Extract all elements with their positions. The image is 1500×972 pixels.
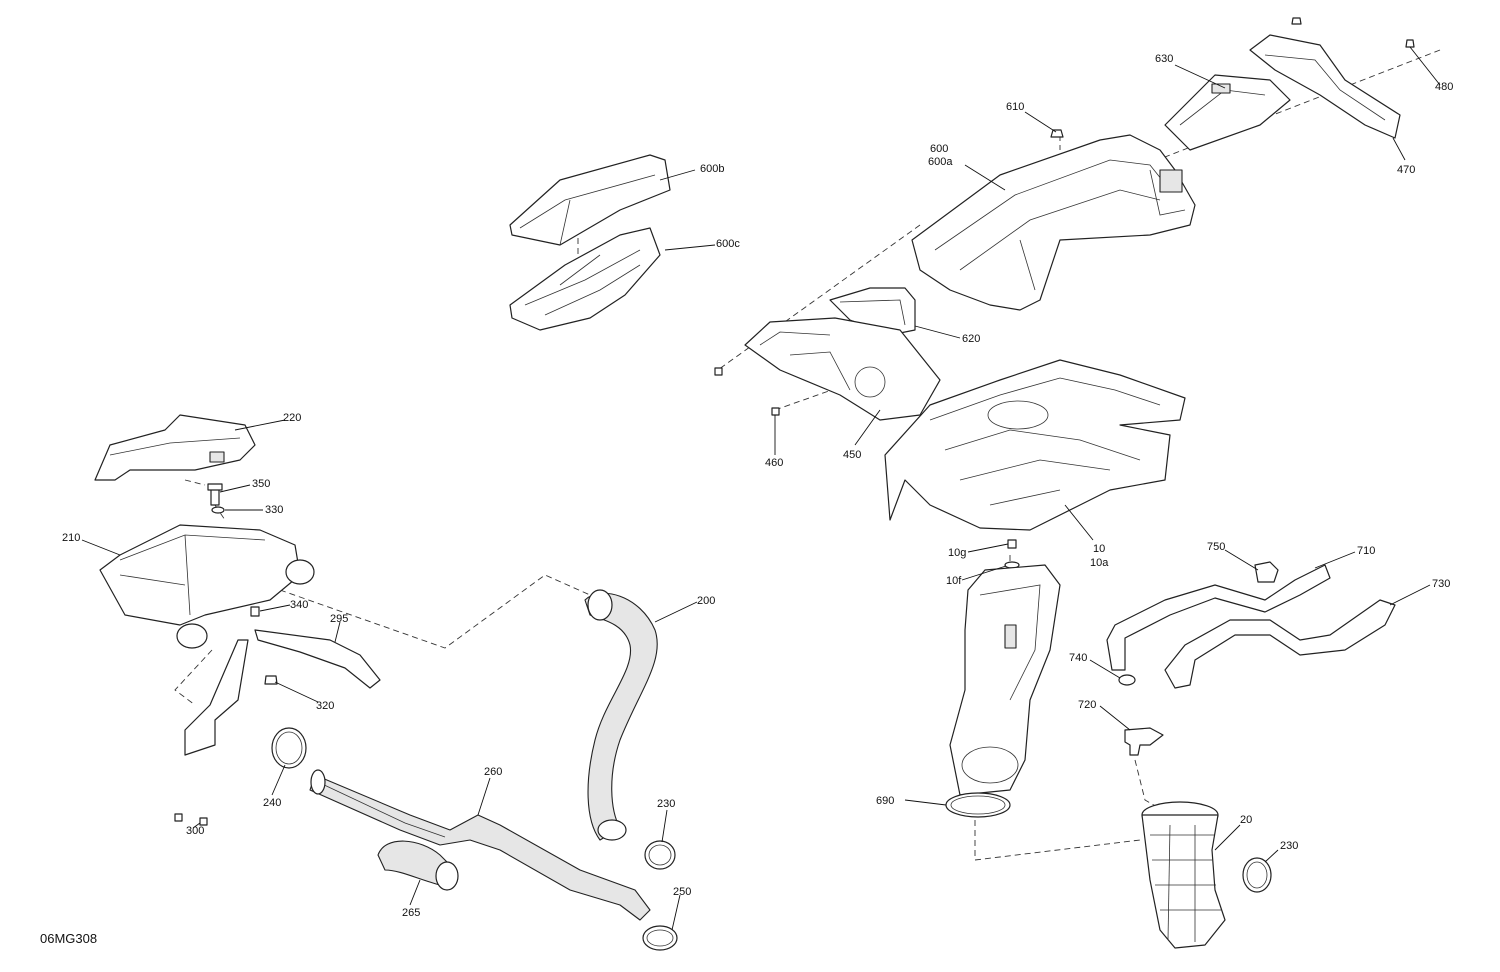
clamp-230-left [644, 840, 676, 870]
bracket-470 [1249, 34, 1401, 139]
callout-300: 300 [186, 825, 204, 837]
tee-720 [1124, 727, 1164, 756]
clamp-240 [271, 727, 307, 769]
callout-600c: 600c [716, 238, 740, 250]
callout-labels: 600b 600c 610 600 600a 630 480 470 620 4… [62, 53, 1453, 919]
nuts-300 [174, 813, 208, 826]
callout-210: 210 [62, 532, 80, 544]
callout-460: 460 [765, 457, 783, 469]
hose-730 [1164, 599, 1396, 689]
callout-480: 480 [1435, 81, 1453, 93]
callout-295: 295 [330, 613, 348, 625]
washer-330 [211, 506, 225, 514]
cap-750 [1254, 561, 1279, 583]
filter-housing-20 [1141, 801, 1226, 949]
callout-600b: 600b [700, 163, 724, 175]
nut-340 [250, 606, 260, 617]
callout-265: 265 [402, 907, 420, 919]
duct-630 [1164, 74, 1291, 151]
airbox-body [949, 564, 1061, 796]
callout-10a: 10a [1090, 557, 1109, 569]
intercooler-210 [99, 524, 315, 649]
cover-220 [94, 414, 256, 481]
frame-600c [509, 227, 661, 331]
callout-610: 610 [1006, 101, 1024, 113]
callout-720: 720 [1078, 699, 1096, 711]
callout-730: 730 [1432, 578, 1450, 590]
callout-350: 350 [252, 478, 270, 490]
callout-340: 340 [290, 599, 308, 611]
pipe-260 [309, 769, 651, 921]
callout-450: 450 [843, 449, 861, 461]
screw-top [1291, 17, 1302, 25]
leader-lines [81, 46, 1441, 931]
callout-740: 740 [1069, 652, 1087, 664]
callout-20: 20 [1240, 814, 1252, 826]
elbow-265 [377, 840, 459, 891]
callout-470: 470 [1397, 164, 1415, 176]
callout-230-right: 230 [1280, 840, 1298, 852]
callout-220: 220 [283, 412, 301, 424]
screw-460-b [771, 407, 780, 416]
callout-260: 260 [484, 766, 502, 778]
frame-10 [884, 359, 1186, 531]
clip-320 [264, 675, 278, 685]
callout-320: 320 [316, 700, 334, 712]
cover-450 [744, 317, 941, 421]
callout-10g: 10g [948, 547, 966, 559]
callout-230-left: 230 [657, 798, 675, 810]
callout-240: 240 [263, 797, 281, 809]
coupler-740 [1118, 674, 1136, 686]
bracket-lower [184, 639, 249, 756]
callout-630: 630 [1155, 53, 1173, 65]
callout-600a: 600a [928, 156, 953, 168]
screw-460-a [714, 367, 723, 376]
hose-710 [1106, 564, 1331, 671]
callout-10f: 10f [946, 575, 962, 587]
callout-750: 750 [1207, 541, 1225, 553]
callout-250: 250 [673, 886, 691, 898]
hose-200 [584, 589, 658, 841]
screw-10g [1007, 539, 1017, 549]
drawing-code: 06MG308 [40, 931, 97, 946]
bolt-350 [207, 483, 223, 506]
bracket-295 [254, 629, 381, 689]
callout-690: 690 [876, 795, 894, 807]
nut-610 [1050, 129, 1064, 138]
callout-200: 200 [697, 595, 715, 607]
cover-600b [509, 154, 671, 246]
air-duct-600 [911, 134, 1196, 311]
callout-710: 710 [1357, 545, 1375, 557]
clamp-250 [642, 925, 678, 951]
screw-480 [1405, 39, 1415, 48]
clamp-230-right [1242, 857, 1272, 893]
callout-620: 620 [962, 333, 980, 345]
callout-600: 600 [930, 143, 948, 155]
clamp-690 [945, 792, 1011, 818]
callout-330: 330 [265, 504, 283, 516]
callout-10: 10 [1093, 543, 1105, 555]
assembly-lines [174, 49, 1441, 861]
